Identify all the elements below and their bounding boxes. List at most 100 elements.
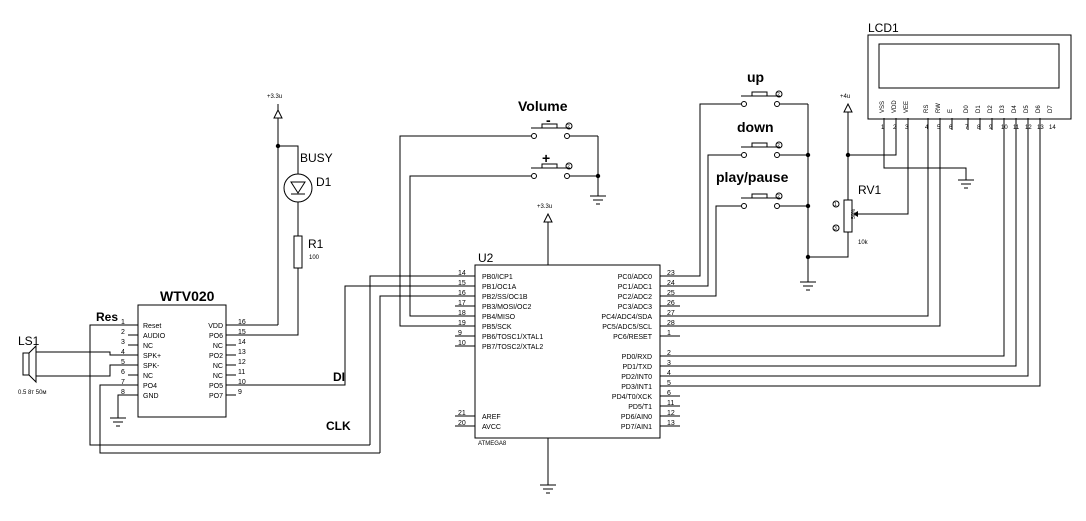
lcd-pin-number: 3 [905, 125, 909, 131]
mcu-pin-name: PB6/TOSC1/XTAL1 [482, 334, 543, 341]
lcd-pin-name: VDD [892, 100, 898, 113]
mcu-pin-name: AVCC [482, 424, 501, 431]
lcd-ref: LCD1 [868, 21, 899, 35]
net-label-di: DI [333, 370, 345, 384]
plus-label: + [542, 150, 550, 166]
lcd-pin-number: 10 [1001, 125, 1008, 131]
module-pin-number: 4 [121, 349, 125, 356]
lcd-pin-name: E [948, 109, 954, 113]
lcd-pin-number: 8 [977, 125, 981, 131]
mcu-pin-name: PD7/AIN1 [621, 424, 652, 431]
ground-icon [590, 195, 606, 205]
lcd-pin-name: D0 [964, 105, 970, 113]
module-name: WTV020 [160, 288, 215, 304]
ground-icon [110, 417, 126, 427]
mcu-pin-number: 18 [458, 310, 466, 317]
module-pin-name: Reset [143, 323, 161, 330]
lcd-pin-number: 9 [989, 125, 993, 131]
ground-icon [800, 281, 816, 291]
busy-label: BUSY [300, 151, 333, 165]
lcd-pin-number: 12 [1025, 125, 1032, 131]
module-pin-name: VDD [208, 323, 223, 330]
speaker-ls1: LS1 0.5 8т 50м [18, 334, 47, 396]
mcu-pin-name: PC3/ADC3 [618, 304, 652, 311]
wires [36, 103, 1041, 485]
mcu-pin-number: 13 [667, 420, 675, 427]
led-ref: D1 [316, 175, 332, 189]
button-volume-plus: 2 [531, 162, 573, 179]
module-pin-name: SPK+ [143, 353, 161, 360]
mcu-pin-name: PD0/RXD [622, 354, 652, 361]
module-pin-number: 3 [121, 339, 125, 346]
pot-value: 10k [858, 240, 869, 246]
module-pin-number: 8 [121, 389, 125, 396]
button-up: 2 [741, 90, 783, 107]
lcd-pin-number: 2 [893, 125, 897, 131]
lcd-pin-name: D2 [988, 105, 994, 113]
lcd-pin-number: 4 [925, 125, 929, 131]
mcu-pin-number: 14 [458, 270, 466, 277]
mcu-pin-name: PD3/INT1 [621, 384, 652, 391]
res-label: Res [96, 310, 118, 324]
pot-pin-a: 1 [834, 202, 837, 208]
mcu-pin-name: PC5/ADC5/SCL [602, 324, 652, 331]
mcu-pin-name: PD4/T0/XCK [612, 394, 652, 401]
lcd-pin-name: RS [924, 105, 930, 113]
ground-symbols [110, 179, 974, 494]
lcd-pin-name: VSS [880, 101, 886, 113]
lcd-display: LCD1 VSS1VDD2VEE3RS4RW5E6D07D18D29D310D4… [867, 21, 1072, 131]
mcu-pin-name: PD1/TXD [622, 364, 652, 371]
module-pin-number: 5 [121, 359, 125, 366]
mcu-pin-number: 25 [667, 290, 675, 297]
mcu-pin-number: 28 [667, 320, 675, 327]
lcd-pin-name: D1 [976, 105, 982, 113]
mcu-pin-number: 5 [667, 380, 671, 387]
resistor-value: 100 [309, 255, 320, 261]
lcd-pin-number: 7 [965, 125, 969, 131]
mcu-pin-number: 12 [667, 410, 675, 417]
rail-label-3v3-a: +3.3u [267, 94, 282, 100]
control-buttons: up down play/pause 2 2 2 [716, 69, 789, 209]
module-pin-name: PO6 [209, 333, 223, 340]
module-pin-name: PO4 [143, 383, 157, 390]
module-pin-name: GND [143, 393, 159, 400]
module-pin-number: 15 [238, 329, 246, 336]
rail-label-4v: +4u [840, 94, 850, 100]
module-pin-number: 1 [121, 319, 125, 326]
resistor-r1: R1 100 [293, 235, 324, 269]
play-pause-label: play/pause [716, 169, 789, 185]
mcu-pin-name: PB4/MISO [482, 314, 516, 321]
mcu-pin-number: 16 [458, 290, 466, 297]
button-play-pause: 2 [741, 192, 783, 209]
power-symbols: +3.3u +3.3u +4u [267, 94, 853, 228]
module-pin-name: PO2 [209, 353, 223, 360]
module-pin-number: 14 [238, 339, 246, 346]
mcu-pin-name: PC2/ADC2 [618, 294, 652, 301]
mcu-pin-name: PB3/MOSI/OC2 [482, 304, 532, 311]
module-pin-number: 10 [238, 379, 246, 386]
module-pin-number: 12 [238, 359, 246, 366]
module-pin-number: 16 [238, 319, 246, 326]
mcu-pin-name: PD5/T1 [628, 404, 652, 411]
pot-pin-b: 3 [834, 226, 837, 232]
mcu-pin-number: 24 [667, 280, 675, 287]
svg-text:2: 2 [777, 92, 780, 98]
button-volume-minus: 2 [531, 122, 573, 139]
module-pin-name: NC [143, 373, 153, 380]
module-pin-name: SPK- [143, 363, 160, 370]
mcu-pin-number: 15 [458, 280, 466, 287]
potentiometer-rv1: RV1 10k 50% 1 3 [832, 183, 881, 246]
mcu-ref: U2 [478, 251, 494, 265]
mcu-pin-name: PB1/OC1A [482, 284, 517, 291]
module-pin-name: NC [143, 343, 153, 350]
mcu-pin-number: 3 [667, 360, 671, 367]
module-pin-name: NC [213, 343, 223, 350]
pot-ref: RV1 [858, 183, 881, 197]
module-pin-name: PO5 [209, 383, 223, 390]
lcd-pin-name: VEE [904, 101, 910, 113]
module-pin-name: PO7 [209, 393, 223, 400]
mcu-pin-number: 23 [667, 270, 675, 277]
mcu-part: ATMEGA8 [478, 441, 507, 447]
module-pin-number: 9 [238, 389, 242, 396]
